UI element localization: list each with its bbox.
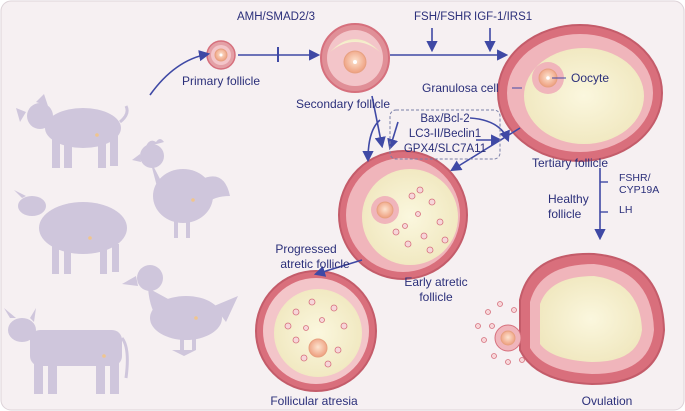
tertiary-follicle — [497, 24, 663, 162]
bax-bcl2-pathway-label: Bax/Bcl-2 — [420, 113, 470, 125]
lh-pathway-label: LH — [619, 204, 633, 216]
progressed-atretic-label-line1: Progressed — [275, 242, 337, 256]
sheep-icon — [14, 190, 127, 274]
follicular-atresia-label: Follicular atresia — [270, 394, 358, 408]
oocyte-label: Oocyte — [571, 71, 610, 85]
chicken-icon — [132, 139, 230, 238]
pig-icon — [16, 94, 129, 168]
follicular-atresia — [255, 270, 377, 392]
pathway-box — [389, 109, 501, 160]
secondary-follicle-label: Secondary follicle — [295, 97, 391, 111]
healthy-follicle-label-line1: Healthy — [548, 192, 589, 206]
flow-arrows — [149, 28, 606, 277]
early-atretic-label-line1: Early atretic — [404, 275, 468, 289]
healthy-follicle-label-line2: follicle — [548, 207, 582, 221]
ovulation-follicle — [475, 252, 666, 386]
lc3-beclin1-pathway-label: LC3-II/Beclin1 — [408, 128, 482, 140]
duck-icon — [122, 265, 238, 356]
early-atretic-follicle — [338, 150, 468, 280]
primary-follicle — [206, 40, 236, 70]
amh-smad-pathway-label: AMH/SMAD2/3 — [237, 11, 315, 23]
fsh-fshr-pathway-label: FSH/FSHR — [414, 11, 472, 23]
tertiary-follicle-label: Tertiary follicle — [531, 156, 609, 170]
progressed-atretic-label-line2: atretic follicle — [280, 257, 350, 271]
granulosa-cell-label: Granulosa cell — [422, 81, 499, 95]
fshr-pathway-label-line2: CYP19A — [619, 184, 660, 196]
early-atretic-label-line2: follicle — [419, 290, 453, 304]
cow-icon — [4, 308, 129, 394]
primary-follicle-label: Primary follicle — [181, 74, 261, 88]
ovulation-label: Ovulation — [581, 394, 633, 408]
secondary-follicle — [320, 23, 390, 93]
gpx4-slc7a11-pathway-label: GPX4/SLC7A11 — [403, 143, 487, 155]
igf-irs1-pathway-label: IGF-1/IRS1 — [474, 11, 533, 23]
fshr-pathway-label-line1: FSHR/ — [619, 172, 651, 184]
